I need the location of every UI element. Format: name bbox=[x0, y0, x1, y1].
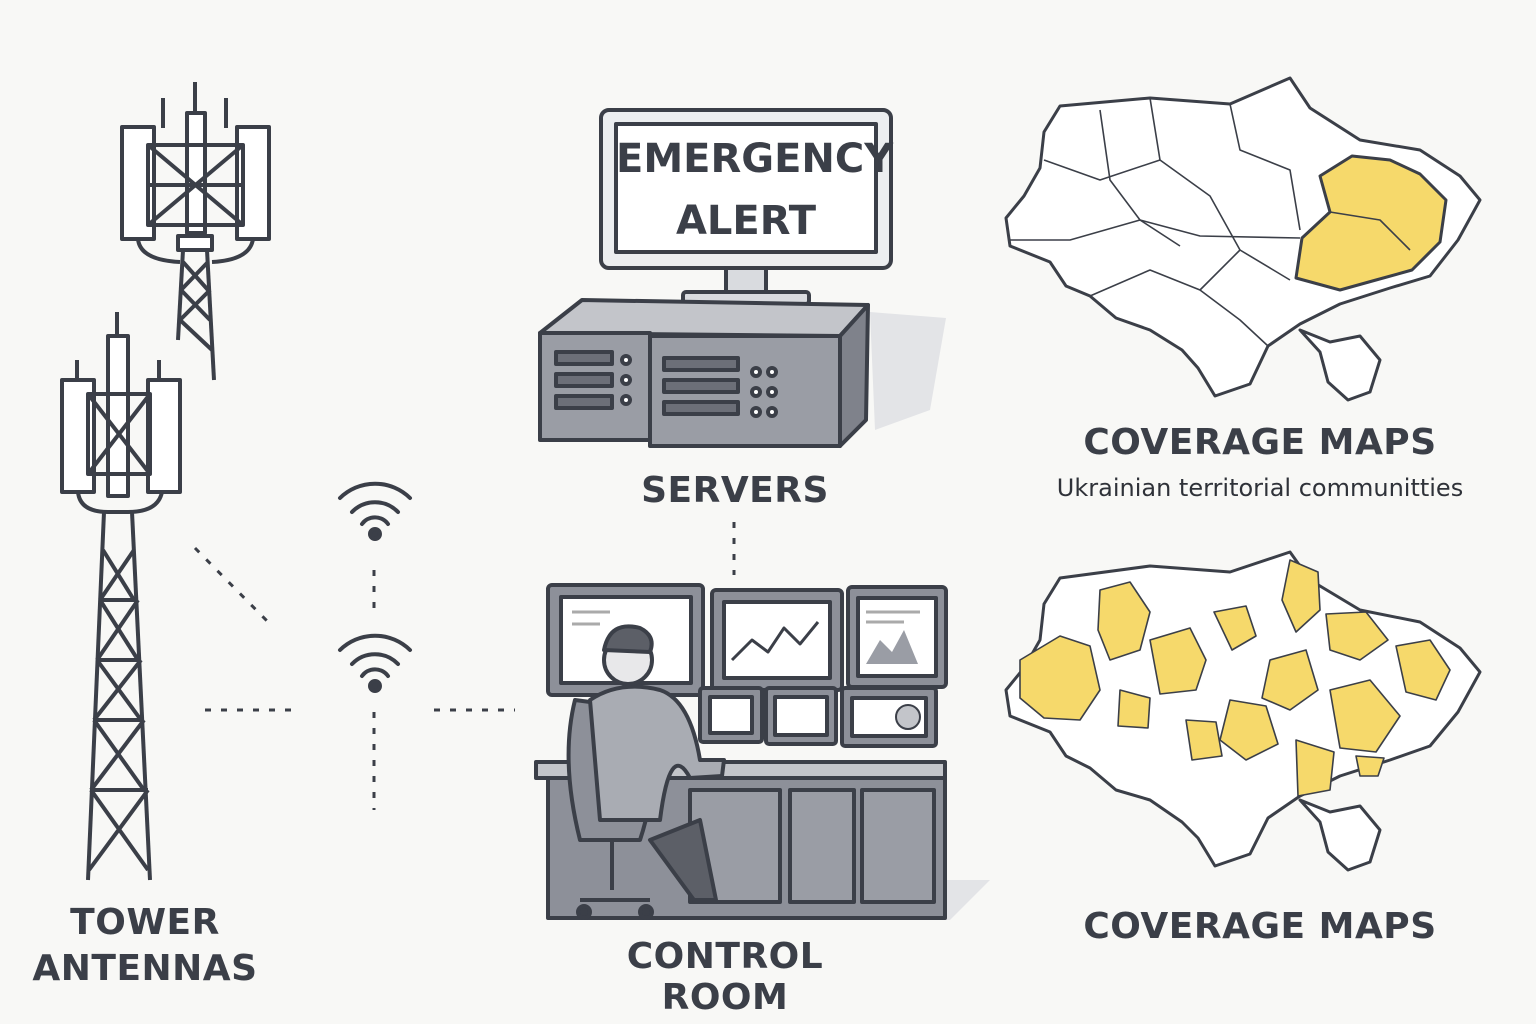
coverage-maps-bottom-label: COVERAGE MAPS bbox=[1083, 906, 1437, 947]
tower-label-line-1: TOWER bbox=[70, 902, 220, 943]
coverage-maps-top-label: COVERAGE MAPS bbox=[1083, 422, 1437, 463]
main-tower-icon bbox=[60, 312, 182, 881]
server-icon bbox=[538, 298, 946, 448]
wifi-signal-icon bbox=[338, 633, 412, 693]
wifi-signal-icon bbox=[338, 481, 412, 541]
connector-lines bbox=[193, 522, 736, 810]
servers-label: SERVERS bbox=[641, 470, 829, 511]
monitor-screen-text: EMERGENCY ALERT bbox=[616, 128, 894, 252]
tower-label-line-2: ANTENNAS bbox=[32, 948, 258, 989]
alert-line-2: ALERT bbox=[675, 198, 817, 244]
control-room-label: CONTROL ROOM bbox=[626, 936, 824, 1018]
ukraine-map-icon bbox=[1004, 550, 1482, 872]
control-room-icon bbox=[534, 583, 990, 920]
ukraine-map-icon bbox=[1004, 76, 1482, 402]
monitor-icon bbox=[599, 108, 893, 306]
coverage-maps-subtitle: Ukrainian territorial communitties bbox=[1056, 474, 1464, 502]
alert-line-1: EMERGENCY bbox=[616, 136, 894, 182]
small-tower-icon bbox=[120, 82, 271, 381]
tower-antennas-label: TOWER ANTENNAS bbox=[20, 900, 270, 992]
